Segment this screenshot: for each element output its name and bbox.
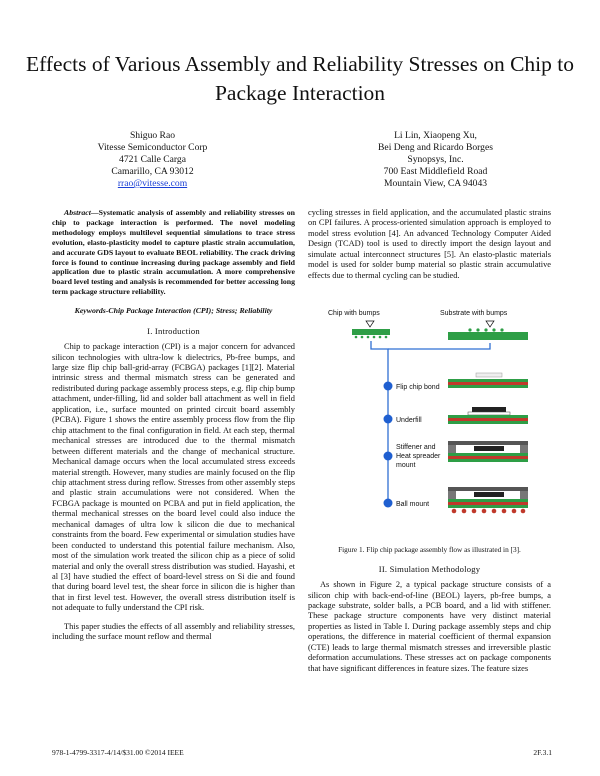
author-city: Camarillo, CA 93012 <box>111 166 194 177</box>
intro-paragraph-2: This paper studies the effects of all as… <box>52 621 295 642</box>
intro-paragraph-1: Chip to package interaction (CPI) is a m… <box>52 342 295 613</box>
figure-1-assembly-flow: Chip with bumps Substrate with bumps <box>308 291 551 541</box>
step-stiffener-line1: Stiffener and <box>396 444 436 451</box>
author-street: 4721 Calle Carga <box>119 154 186 165</box>
package-icon-underfill <box>448 407 528 425</box>
assembly-flow-diagram: Chip with bumps Substrate with bumps <box>328 310 528 514</box>
author-block-left: Shiguo Rao Vitesse Semiconductor Corp 47… <box>60 130 245 190</box>
flow-line-right <box>388 343 491 350</box>
keywords: Keywords-Chip Package Interaction (CPI);… <box>74 306 273 316</box>
author-block-right: Li Lin, Xiaopeng Xu, Bei Deng and Ricard… <box>328 130 543 190</box>
step-underfill: Underfill <box>396 417 422 424</box>
label-chip-with-bumps: Chip with bumps <box>328 310 380 317</box>
author-email-link[interactable]: rrao@vitesse.com <box>117 178 188 189</box>
chip-with-bumps-icon <box>352 320 390 339</box>
author-name: Shiguo Rao <box>129 130 176 141</box>
section-heading-simulation: II. Simulation Methodology <box>378 563 481 574</box>
flow-node-stiffener <box>383 451 393 461</box>
flow-line-left <box>370 341 389 504</box>
author-street: 700 East Middlefield Road <box>383 166 488 177</box>
substrate-with-bumps-icon <box>448 320 528 341</box>
simulation-paragraph-1: As shown in Figure 2, a typical package … <box>308 580 551 673</box>
author-names: Li Lin, Xiaopeng Xu, <box>394 130 477 141</box>
section-heading-introduction: I. Introduction <box>147 325 200 336</box>
step-flip-chip-bond: Flip chip bond <box>396 384 440 391</box>
package-icon-ball-mount <box>448 487 528 514</box>
abstract-label: Abstract <box>64 208 91 217</box>
author-names-2: Bei Deng and Ricardo Borges <box>378 142 493 153</box>
author-org: Vitesse Semiconductor Corp <box>97 142 208 153</box>
abstract-text: —Systematic analysis of assembly and rel… <box>52 208 295 297</box>
figure-1-caption: Figure 1. Flip chip package assembly flo… <box>338 545 521 555</box>
footer-page-id: 2F.3.1 <box>533 748 552 757</box>
step-ball-mount: Ball mount <box>396 501 429 508</box>
footer-isbn: 978-1-4799-3317-4/14/$31.00 ©2014 IEEE <box>52 748 184 757</box>
flow-node-ball-mount <box>383 498 393 508</box>
paper-title: Effects of Various Assembly and Reliabil… <box>25 52 574 105</box>
right-paragraph-1: cycling stresses in field application, a… <box>308 208 551 280</box>
author-org: Synopsys, Inc. <box>407 154 464 165</box>
flow-node-flip-chip <box>383 381 393 391</box>
label-substrate-with-bumps: Substrate with bumps <box>440 310 508 317</box>
author-city: Mountain View, CA 94043 <box>383 178 488 189</box>
step-stiffener-line3: mount <box>396 462 416 469</box>
right-column: cycling stresses in field application, a… <box>308 208 551 674</box>
package-icon-stiffener <box>448 441 528 463</box>
flow-node-underfill <box>383 414 393 424</box>
step-stiffener-line2: Heat spreader <box>396 453 441 460</box>
abstract: Abstract—Systematic analysis of assembly… <box>52 208 295 297</box>
left-column: Abstract—Systematic analysis of assembly… <box>52 208 295 643</box>
package-icon-flip-chip <box>448 372 528 389</box>
